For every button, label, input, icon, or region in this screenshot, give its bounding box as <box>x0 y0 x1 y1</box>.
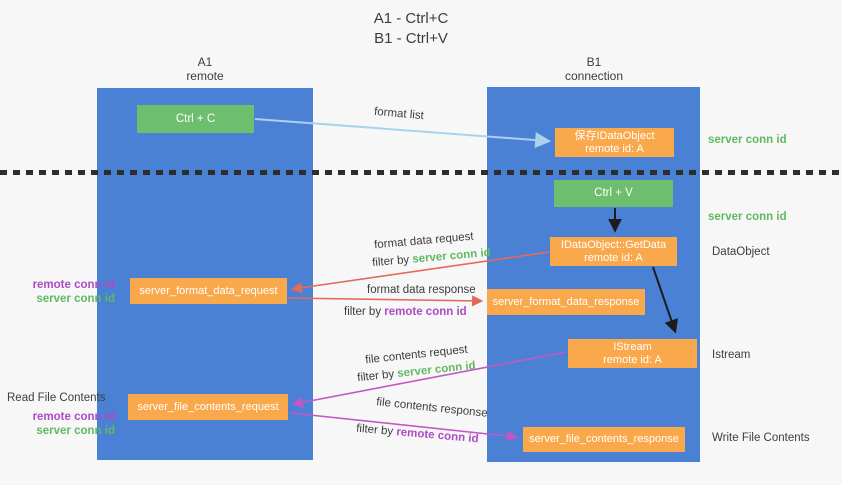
istream-line1: IStream <box>613 340 652 353</box>
server-format-data-request-label: server_format_data_request <box>139 284 278 297</box>
save-idataobject-box: 保存IDataObject remote id: A <box>555 128 674 157</box>
server-file-contents-request-box: server_file_contents_request <box>128 394 288 420</box>
arrow-format-data-response <box>287 295 484 307</box>
format-list-label: format list <box>373 105 425 123</box>
remote-conn-id-left-1: remote conn id <box>32 279 115 291</box>
ctrl-v-label: Ctrl + V <box>594 187 633 199</box>
server-conn-id-left-2: server conn id <box>36 425 115 437</box>
istream-box: IStream remote id: A <box>568 339 697 368</box>
column-header-a1: A1 remote <box>145 55 265 83</box>
server-file-contents-response-box: server_file_contents_response <box>523 427 685 452</box>
diagram-title: A1 - Ctrl+C B1 - Ctrl+V <box>0 9 822 49</box>
dataobject-label: DataObject <box>712 246 770 258</box>
idataobject-getdata-line1: IDataObject::GetData <box>560 238 667 251</box>
ctrl-c-label: Ctrl + C <box>175 112 216 125</box>
server-format-data-response-label: server_format_data_response <box>492 295 640 308</box>
file-contents-response-label: file contents response <box>375 396 489 420</box>
istream-side-label: Istream <box>712 349 751 361</box>
remote-conn-id-text: remote conn id <box>395 426 479 446</box>
istream-line2: remote id: A <box>603 353 662 366</box>
write-file-contents-label: Write File Contents <box>712 432 810 444</box>
idataobject-getdata-box: IDataObject::GetData remote id: A <box>550 237 677 266</box>
save-idataobject-line1: 保存IDataObject <box>574 129 655 142</box>
server-file-contents-request-label: server_file_contents_request <box>137 400 279 413</box>
remote-conn-id-left-2: remote conn id <box>32 411 115 423</box>
server-format-data-response-box: server_format_data_response <box>487 289 645 315</box>
save-idataobject-line2: remote id: A <box>585 142 644 155</box>
remote-conn-id-text: remote conn id <box>384 306 467 318</box>
idataobject-getdata-line2: remote id: A <box>584 251 643 264</box>
title-line-b1: B1 - Ctrl+V <box>374 30 448 47</box>
server-conn-id-right-2: server conn id <box>708 211 787 223</box>
server-conn-id-text: server conn id <box>411 246 492 266</box>
server-conn-id-right-1: server conn id <box>708 134 787 146</box>
format-data-response-label: format data response <box>367 284 476 296</box>
conn-id-pair-1: remote conn id server conn id <box>18 278 115 306</box>
filter-by-text: filter by <box>344 306 385 318</box>
column-header-b1: B1 connection <box>534 55 654 83</box>
column-b1-role: connection <box>564 69 624 83</box>
server-conn-id-left-1: server conn id <box>36 293 115 305</box>
read-file-contents-label: Read File Contents <box>7 392 106 404</box>
ctrl-v-box: Ctrl + V <box>554 180 673 207</box>
column-a1-role: remote <box>186 69 224 83</box>
filter-by-text: filter by <box>355 422 397 439</box>
conn-id-pair-2: remote conn id server conn id <box>18 410 115 438</box>
filter-by-remote-conn-id-label-1: filter by remote conn id <box>344 305 467 319</box>
session-divider-dashed-line <box>0 170 842 175</box>
title-line-a1: A1 - Ctrl+C <box>373 10 449 27</box>
column-a1-name: A1 <box>197 55 213 69</box>
server-format-data-request-box: server_format_data_request <box>130 278 287 304</box>
server-file-contents-response-label: server_file_contents_response <box>529 433 679 445</box>
filter-by-remote-conn-id-label-2: filter by remote conn id <box>356 422 479 447</box>
column-b1-name: B1 <box>586 55 602 69</box>
filter-by-text: filter by <box>356 368 398 385</box>
ctrl-c-box: Ctrl + C <box>137 105 254 133</box>
filter-by-text: filter by <box>371 253 413 270</box>
